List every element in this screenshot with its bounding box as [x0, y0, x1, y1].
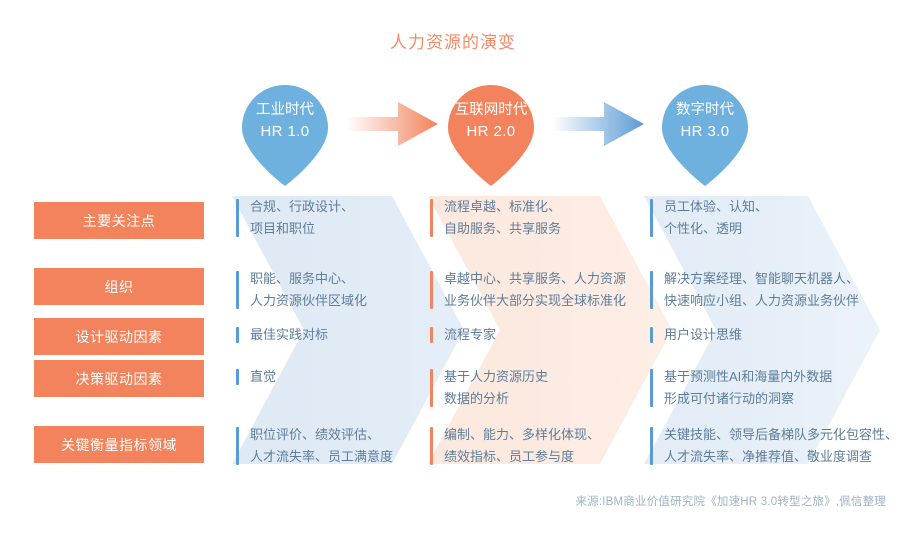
cell-text: 最佳实践对标 [250, 324, 328, 346]
stage-pin-label: 工业时代 HR 1.0 [238, 100, 332, 143]
cell-text: 用户设计思维 [664, 324, 742, 346]
cell-text-line: 个性化、透明 [664, 221, 743, 236]
stage-pin-hr-2[interactable]: 互联网时代 HR 2.0 [444, 82, 538, 186]
cell-text-line: 自助服务、共享服务 [444, 221, 562, 236]
cell-text-line: 流程专家 [444, 327, 497, 342]
stage-pin-label: 数字时代 HR 3.0 [658, 100, 752, 143]
cell-text: 职能、服务中心、人力资源伙伴区域化 [250, 268, 367, 312]
cell-text-line: 绩效指标、员工参与度 [444, 449, 575, 464]
cell-text-line: 卓越中心、共享服务、人力资源 [444, 271, 627, 286]
cell-accent-bar [430, 369, 433, 407]
cell-text-line: 用户设计思维 [664, 327, 743, 342]
stage-era: 互联网时代 [454, 102, 528, 118]
cell-accent-bar [650, 271, 653, 309]
page-title: 人力资源的演变 [390, 33, 516, 52]
cell-text: 员工体验、认知、个性化、透明 [664, 196, 768, 240]
cell-text-line: 快速响应小组、人力资源业务伙伴 [664, 293, 860, 308]
arrow-stage1-to-stage2 [346, 100, 438, 148]
map-pin-icon [238, 82, 332, 186]
cell-col2-row1: 流程卓越、标准化、自助服务、共享服务 [430, 196, 561, 240]
cell-text-line: 人力资源伙伴区域化 [250, 293, 368, 308]
cell-text-line: 人才流失率、净推荐值、敬业度调查 [664, 449, 873, 464]
stage-pin-label: 互联网时代 HR 2.0 [444, 100, 538, 143]
cell-col1-row4: 直觉 [236, 366, 276, 388]
cell-text: 解决方案经理、智能聊天机器人、快速响应小组、人力资源业务伙伴 [664, 268, 859, 312]
row-label-1[interactable]: 主要关注点 [34, 202, 204, 239]
cell-accent-bar [650, 369, 653, 407]
cell-text: 基于预测性AI和海量内外数据形成可付诸行动的洞察 [664, 366, 832, 410]
cell-text-line: 人才流失率、员工满意度 [250, 449, 394, 464]
cell-text-line: 流程卓越、标准化、 [444, 199, 562, 214]
cell-accent-bar [236, 327, 239, 343]
row-label-4[interactable]: 决策驱动因素 [34, 360, 204, 397]
cell-text-line: 解决方案经理、智能聊天机器人、 [664, 271, 860, 286]
cell-accent-bar [650, 199, 653, 237]
cell-text-line: 数据的分析 [444, 391, 510, 406]
cell-col3-row3: 用户设计思维 [650, 324, 742, 346]
cell-text-line: 直觉 [250, 369, 277, 384]
stage-version: HR 2.0 [466, 123, 516, 140]
source-note: 来源:IBM商业价值研究院《加速HR 3.0转型之旅》,佩信整理 [575, 496, 886, 508]
cell-text: 流程专家 [444, 324, 496, 346]
background-chevron-stage1 [232, 196, 464, 464]
cell-text: 直觉 [250, 366, 276, 388]
row-label-2[interactable]: 组织 [34, 268, 204, 305]
cell-col1-row5: 职位评价、绩效评估、人才流失率、员工满意度 [236, 424, 393, 468]
cell-col1-row2: 职能、服务中心、人力资源伙伴区域化 [236, 268, 367, 312]
cell-accent-bar [236, 369, 239, 385]
cell-accent-bar [236, 199, 239, 237]
cell-col2-row3: 流程专家 [430, 324, 496, 346]
arrow-stage2-to-stage3 [552, 100, 644, 148]
cell-col3-row4: 基于预测性AI和海量内外数据形成可付诸行动的洞察 [650, 366, 832, 410]
cell-text: 关键技能、领导后备梯队多元化包容性、人才流失率、净推荐值、敬业度调查 [664, 424, 898, 468]
cell-text-line: 职位评价、绩效评估、 [250, 427, 381, 442]
cell-text-line: 合规、行政设计、 [250, 199, 355, 214]
cell-text: 基于人力资源历史数据的分析 [444, 366, 548, 410]
cell-accent-bar [650, 327, 653, 343]
stage-version: HR 1.0 [260, 123, 310, 140]
cell-text-line: 关键技能、领导后备梯队多元化包容性、 [664, 427, 899, 442]
map-pin-icon [658, 82, 752, 186]
cell-accent-bar [236, 271, 239, 309]
cell-text: 卓越中心、共享服务、人力资源业务伙伴大部分实现全球标准化 [444, 268, 626, 312]
cell-col1-row1: 合规、行政设计、项目和职位 [236, 196, 354, 240]
cell-text-line: 编制、能力、多样化体现、 [444, 427, 601, 442]
cell-text-line: 业务伙伴大部分实现全球标准化 [444, 293, 627, 308]
cell-text: 流程卓越、标准化、自助服务、共享服务 [444, 196, 561, 240]
map-pin-icon [444, 82, 538, 186]
cell-text-line: 员工体验、认知、 [664, 199, 769, 214]
stage-pin-hr-1[interactable]: 工业时代 HR 1.0 [238, 82, 332, 186]
row-label-5[interactable]: 关键衡量指标领域 [34, 426, 204, 463]
cell-text-line: 职能、服务中心、 [250, 271, 355, 286]
stage-version: HR 3.0 [680, 123, 730, 140]
cell-text-line: 形成可付诸行动的洞察 [664, 391, 795, 406]
cell-text: 合规、行政设计、项目和职位 [250, 196, 354, 240]
cell-col2-row5: 编制、能力、多样化体现、绩效指标、员工参与度 [430, 424, 600, 468]
cell-accent-bar [430, 327, 433, 343]
cell-accent-bar [430, 271, 433, 309]
stage-era: 数字时代 [676, 102, 734, 118]
cell-text: 职位评价、绩效评估、人才流失率、员工满意度 [250, 424, 393, 468]
cell-accent-bar [236, 427, 239, 465]
cell-col2-row2: 卓越中心、共享服务、人力资源业务伙伴大部分实现全球标准化 [430, 268, 626, 312]
stage-pin-hr-3[interactable]: 数字时代 HR 3.0 [658, 82, 752, 186]
cell-col3-row1: 员工体验、认知、个性化、透明 [650, 196, 768, 240]
stage-era: 工业时代 [256, 102, 314, 118]
cell-accent-bar [650, 427, 653, 465]
cell-accent-bar [430, 427, 433, 465]
cell-col3-row2: 解决方案经理、智能聊天机器人、快速响应小组、人力资源业务伙伴 [650, 268, 859, 312]
cell-col3-row5: 关键技能、领导后备梯队多元化包容性、人才流失率、净推荐值、敬业度调查 [650, 424, 898, 468]
cell-col2-row4: 基于人力资源历史数据的分析 [430, 366, 548, 410]
cell-text: 编制、能力、多样化体现、绩效指标、员工参与度 [444, 424, 600, 468]
cell-accent-bar [430, 199, 433, 237]
background-chevron-stage3 [644, 196, 880, 464]
cell-text-line: 基于预测性AI和海量内外数据 [664, 369, 833, 384]
cell-text-line: 项目和职位 [250, 221, 316, 236]
cell-text-line: 最佳实践对标 [250, 327, 329, 342]
row-label-3[interactable]: 设计驱动因素 [34, 318, 204, 355]
cell-col1-row3: 最佳实践对标 [236, 324, 328, 346]
cell-text-line: 基于人力资源历史 [444, 369, 549, 384]
background-chevron-stage2 [428, 196, 672, 464]
